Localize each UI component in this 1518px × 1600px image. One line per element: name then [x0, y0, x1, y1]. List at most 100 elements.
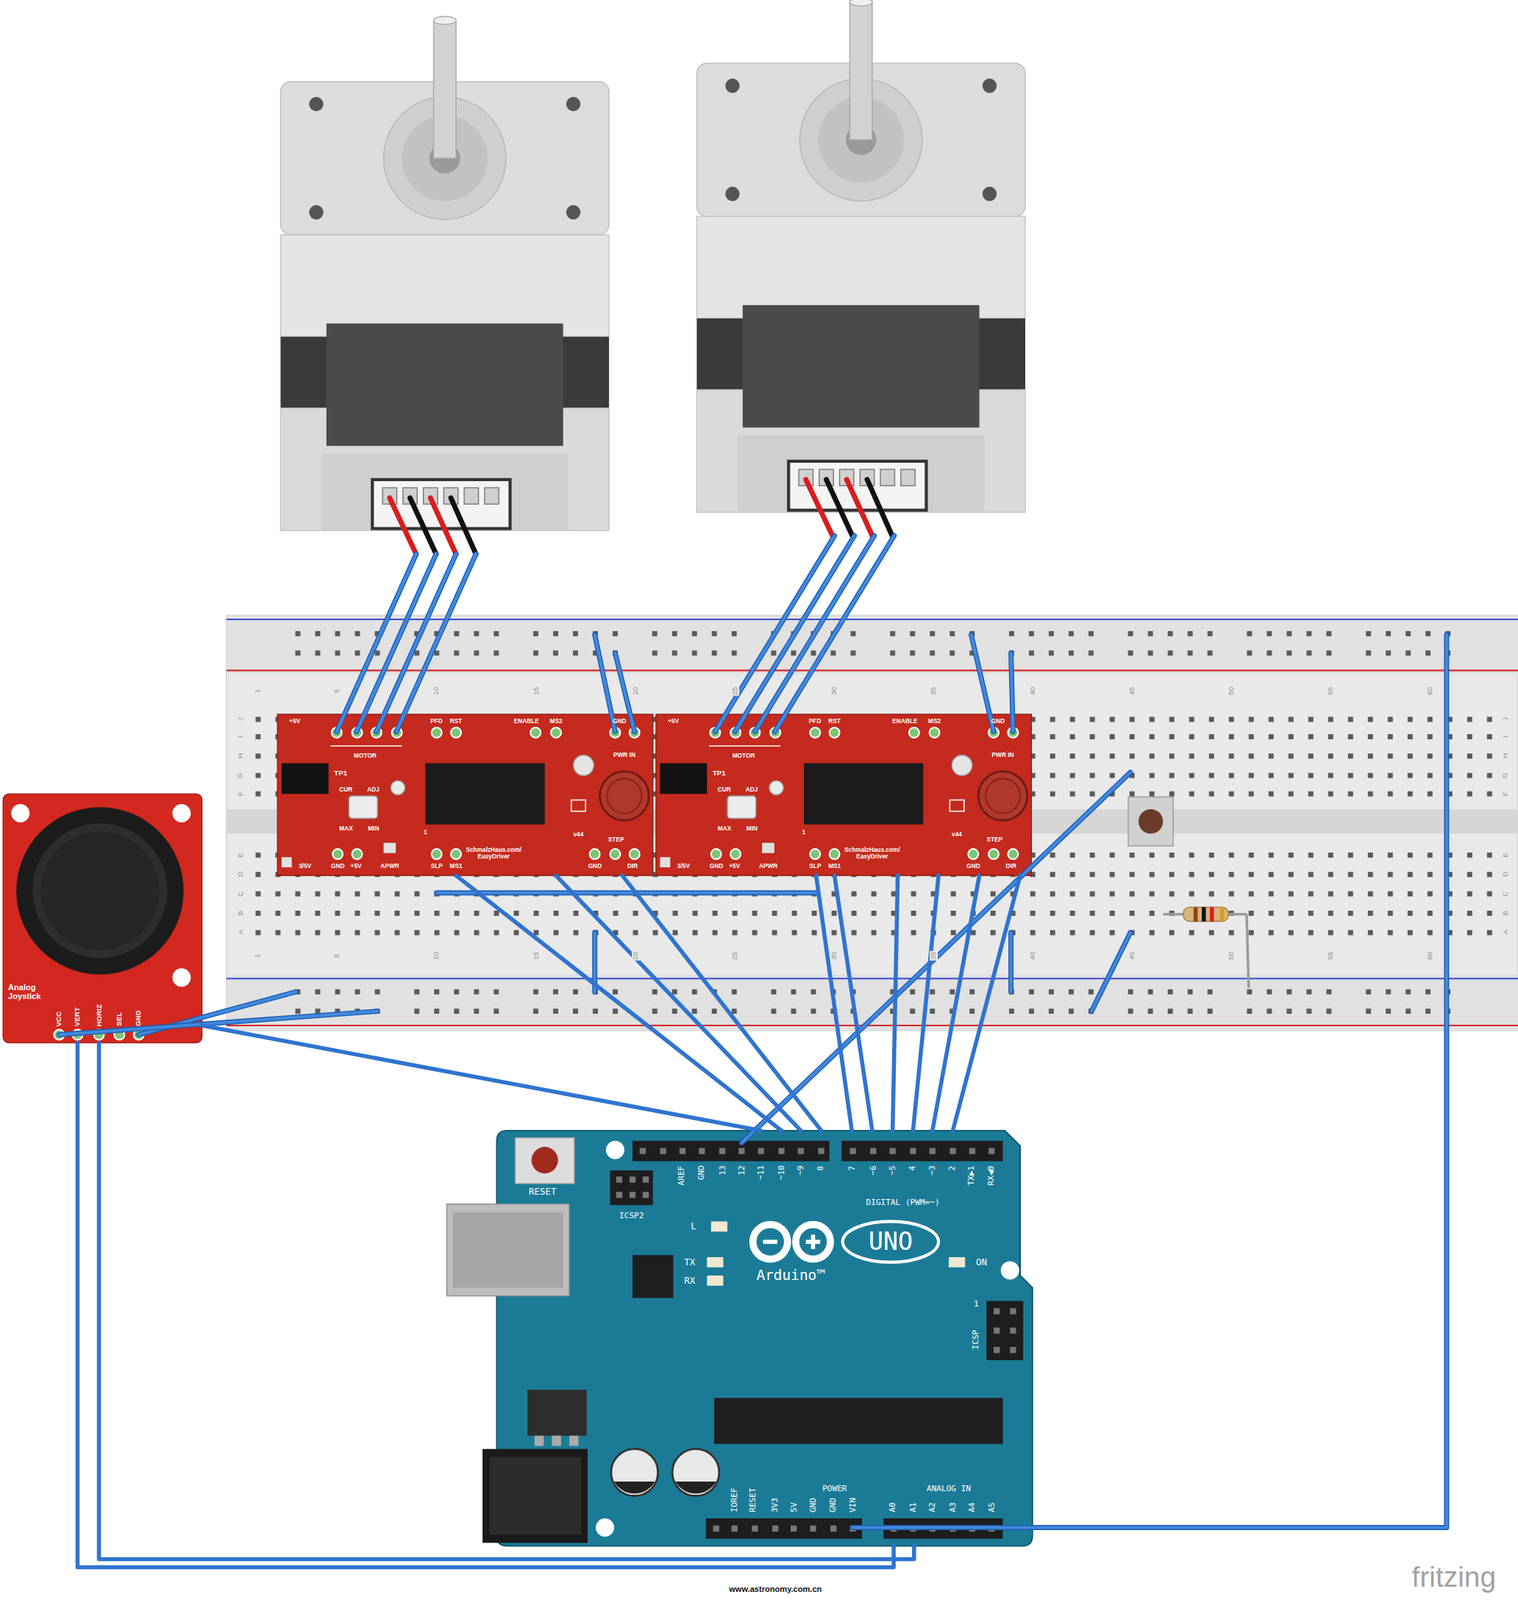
- silkscreen-label: CUR: [339, 786, 353, 793]
- breadboard-number: 20: [631, 950, 640, 961]
- breadboard: [226, 618, 1518, 620]
- breadboard-holes: [1387, 852, 1393, 858]
- breadboard-holes: [1268, 852, 1274, 858]
- arduino-board: [527, 1389, 587, 1435]
- breadboard-holes: [1367, 891, 1374, 897]
- breadboard-holes: [909, 631, 915, 637]
- breadboard-holes: [732, 929, 738, 935]
- breadboard-holes: [1387, 753, 1393, 759]
- breadboard-holes: [1328, 852, 1334, 858]
- breadboard-holes: [493, 989, 499, 995]
- breadboard-holes: [1407, 753, 1413, 759]
- board-print: DIGITAL (PWM=~): [866, 1198, 940, 1207]
- breadboard-holes: [752, 910, 758, 916]
- board-print: ICSP2: [619, 1211, 644, 1221]
- silkscreen-label: RST: [450, 717, 463, 725]
- resistor-symbol: [1162, 906, 1249, 988]
- breadboard-holes: [1048, 631, 1054, 637]
- breadboard-holes: [653, 929, 659, 935]
- joystick-board: [32, 822, 167, 958]
- board-print: 3V3: [770, 1497, 780, 1513]
- breadboard-holes: [1109, 852, 1115, 858]
- arduino-board: [639, 1148, 646, 1154]
- board-print: ~9: [796, 1164, 806, 1175]
- silkscreen-label: ENABLE: [514, 717, 540, 725]
- board-print: ICSP: [971, 1329, 981, 1350]
- breadboard-holes: [553, 631, 559, 637]
- breadboard-holes: [1187, 650, 1193, 656]
- signal-wire: [622, 875, 821, 1131]
- breadboard-holes: [1427, 910, 1433, 916]
- breadboard-holes: [1068, 989, 1074, 995]
- breadboard-holes: [1487, 733, 1493, 740]
- silkscreen-label: ADJ: [745, 786, 759, 793]
- breadboard-holes: [1070, 753, 1076, 759]
- breadboard-holes: [1328, 733, 1334, 740]
- breadboard-holes: [990, 910, 996, 916]
- silkscreen-label: DIR: [1006, 862, 1017, 870]
- breadboard-holes: [414, 1008, 420, 1014]
- breadboard-holes: [1407, 791, 1413, 797]
- driver-board: +5VMOTORPFDRSTENABLEMS2GNDPWR INTP1CURAD…: [277, 714, 653, 876]
- breadboard-holes: [929, 1008, 935, 1014]
- breadboard-holes: [275, 891, 281, 897]
- board-print: 5V: [789, 1502, 798, 1513]
- arduino-board: [706, 1256, 723, 1268]
- breadboard-holes: [1068, 631, 1074, 637]
- breadboard-holes: [791, 989, 797, 995]
- breadboard-holes: [1167, 989, 1174, 995]
- jumper-wire: [356, 553, 437, 732]
- easydriver-board: [659, 763, 707, 795]
- breadboard-holes: [612, 631, 618, 637]
- breadboard-holes: [1169, 891, 1175, 897]
- breadboard-holes: [1348, 852, 1354, 858]
- stepper-motor: [321, 453, 569, 531]
- breadboard-holes: [1030, 910, 1036, 916]
- arduino-board: [969, 1148, 976, 1154]
- arduino-board: [817, 1148, 824, 1154]
- breadboard-holes: [1228, 871, 1235, 877]
- breadboard-holes: [692, 989, 698, 995]
- board-print: RX◀0: [986, 1164, 996, 1185]
- silkscreen-label: PWR IN: [613, 751, 636, 759]
- breadboard-holes: [1425, 650, 1431, 656]
- breadboard-holes: [731, 1008, 737, 1014]
- breadboard-holes: [533, 910, 540, 916]
- easydriver-board: [929, 727, 940, 738]
- breadboard-holes: [294, 929, 301, 935]
- board-print: A1: [909, 1502, 918, 1513]
- breadboard-holes: [1387, 733, 1393, 740]
- board-print: ~11: [756, 1164, 766, 1180]
- breadboard-letter: G: [1501, 771, 1510, 779]
- arduino-board: [790, 1525, 797, 1532]
- signal-wire: [202, 1025, 762, 1131]
- arduino-board: [447, 1130, 1033, 1546]
- breadboard-holes: [1367, 716, 1374, 722]
- breadboard-holes: [1050, 891, 1056, 897]
- breadboard-holes: [871, 929, 877, 935]
- breadboard-holes: [1286, 989, 1292, 995]
- breadboard-holes: [1070, 852, 1076, 858]
- easydriver-board: [809, 727, 821, 738]
- signal-wire: [816, 875, 853, 1131]
- easydriver-board: [1007, 848, 1018, 860]
- breadboard-holes: [1048, 1008, 1054, 1014]
- arduino-board: [797, 1148, 804, 1154]
- silkscreen-label: SchmalzHaus.com/ EasyDriver: [456, 846, 531, 860]
- breadboard-holes: [1266, 989, 1272, 995]
- breadboard-holes: [275, 929, 281, 935]
- jumper-wire: [1011, 653, 1014, 732]
- breadboard-holes: [1149, 753, 1155, 759]
- breadboard-holes: [295, 631, 301, 637]
- stepper-motor: [484, 487, 499, 504]
- silkscreen-label: GND: [612, 717, 626, 725]
- breadboard-holes: [731, 631, 737, 637]
- breadboard-number: 15: [532, 950, 541, 961]
- silkscreen-label: DIR: [627, 862, 638, 870]
- breadboard-holes: [1129, 871, 1135, 877]
- breadboard-holes: [1348, 772, 1354, 779]
- easydriver-board: [589, 848, 601, 860]
- arduino-board: RESETICSP2AREFGND1312~11~10~987~6~54~32T…: [497, 1130, 1033, 1546]
- breadboard-holes: [1407, 871, 1413, 877]
